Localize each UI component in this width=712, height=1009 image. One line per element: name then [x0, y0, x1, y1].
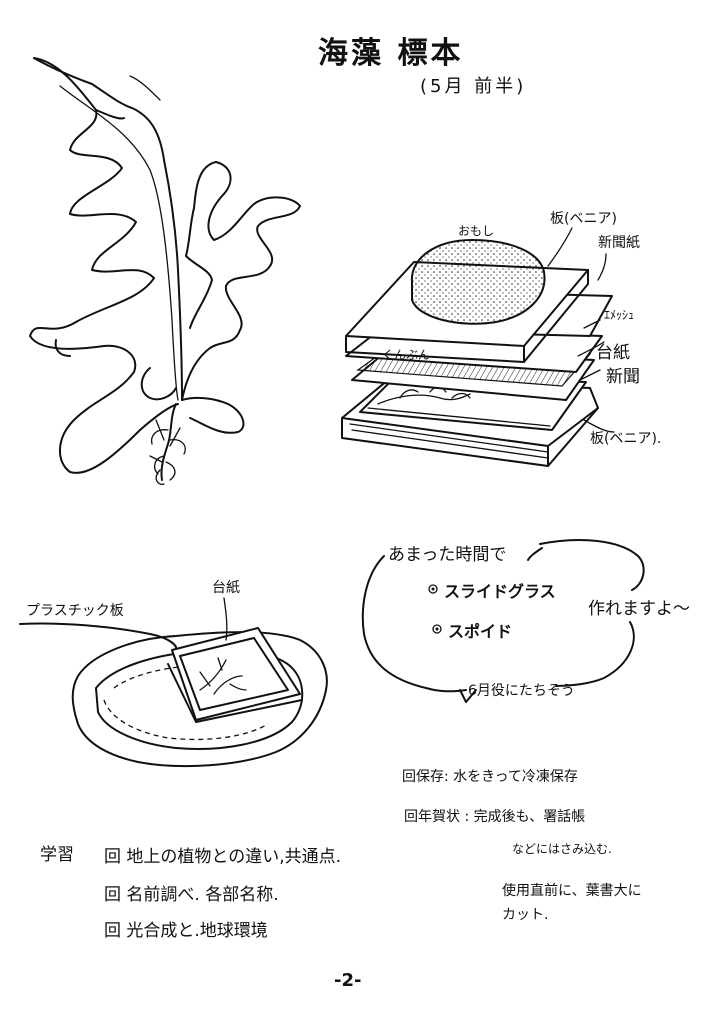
study-point-2: 回 名前調べ. 各部名称.: [104, 885, 279, 905]
page-subtitle: (5月 前半): [420, 76, 527, 97]
press-stack-diagram: [341, 227, 615, 467]
label-board-bottom: 板(ベニア).: [590, 431, 662, 447]
label-daishi: 台紙: [596, 343, 630, 363]
label-kunbun: くんぶん: [382, 348, 431, 362]
seaweed-illustration: [29, 57, 301, 485]
spare-time-item-1: スライドグラス: [444, 582, 556, 601]
label-mesh: ｴﾒｯｼｭ: [604, 308, 635, 322]
note-nengajo: 回年賀状 : 完成後も、署話帳: [404, 809, 586, 825]
label-plastic-board: プラスチック板: [26, 603, 124, 619]
thought-bubble: [361, 539, 645, 703]
note-storage: 回保存: 水をきって冷凍保存: [402, 769, 578, 785]
page-title: 海藻 標本: [318, 36, 464, 71]
note-usage-2: カット.: [502, 907, 549, 923]
label-omoshi: おもし: [458, 224, 495, 238]
spare-time-action: 作れますよ～: [588, 599, 690, 619]
spare-time-intro: あまった時間で: [388, 545, 507, 565]
study-heading: 学習: [40, 845, 74, 865]
tray-illustration: [19, 597, 328, 768]
label-board-top: 板(ベニア): [550, 211, 617, 227]
spare-time-footer: 6月役にたちそう: [468, 683, 575, 699]
label-shinbun: 新聞: [606, 367, 640, 387]
page-number: -2-: [334, 970, 362, 991]
study-point-3: 回 光合成と.地球環境: [104, 921, 268, 941]
label-newspaper-top: 新聞紙: [598, 235, 640, 251]
note-nengajo-cont: などにはさみ込む.: [512, 842, 612, 856]
spare-time-item-2: スポイド: [448, 622, 513, 641]
label-tray-daishi: 台紙: [212, 580, 240, 596]
note-usage-1: 使用直前に、葉書大に: [502, 883, 642, 899]
study-point-1: 回 地上の植物との違い,共通点.: [104, 847, 342, 867]
